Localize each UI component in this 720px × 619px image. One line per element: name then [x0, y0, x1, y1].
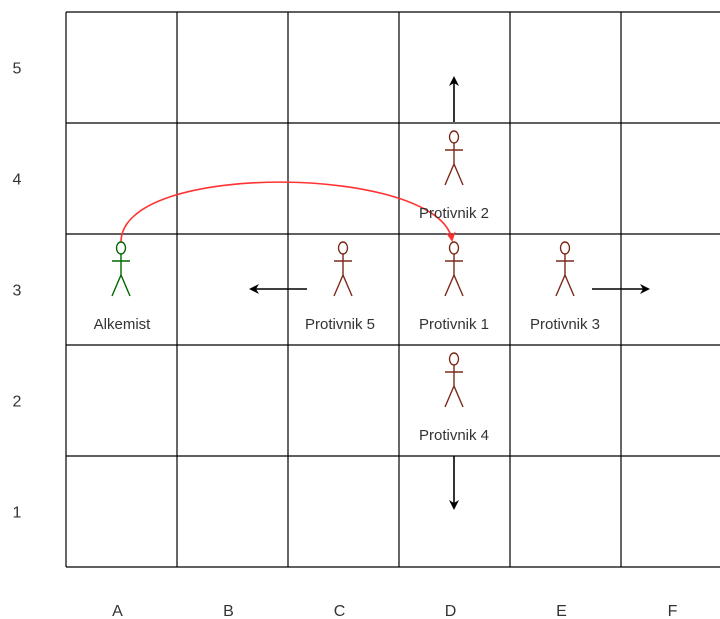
column-label: E — [556, 603, 567, 619]
figure-leg-right — [342, 274, 353, 297]
column-label: C — [334, 603, 346, 619]
figure-leg-left — [444, 385, 455, 408]
figure-leg-left — [444, 163, 455, 186]
figure-leg-left — [555, 274, 566, 297]
protivnik-3-label: Protivnik 3 — [530, 316, 600, 333]
figure-leg-left — [333, 274, 344, 297]
protivnik-4-label: Protivnik 4 — [419, 427, 489, 444]
figure-leg-right — [453, 163, 464, 186]
column-label: A — [112, 603, 123, 619]
protivnik-1-label: Protivnik 1 — [419, 316, 489, 333]
figures: Alkemist Protivnik 1 Protivnik 2 Protivnik … — [94, 130, 600, 444]
row-label: 1 — [13, 505, 22, 522]
protivnik-2-label: Protivnik 2 — [419, 205, 489, 222]
figure-head — [448, 130, 460, 144]
axis-labels: A B C D E F 5 4 3 2 1 — [13, 61, 678, 619]
figure-leg-right — [453, 385, 464, 408]
protivnik-5-label: Protivnik 5 — [305, 316, 375, 333]
row-label: 5 — [13, 61, 22, 78]
figure-leg-left — [111, 274, 122, 297]
row-label: 2 — [13, 394, 22, 411]
move-arrows — [120, 76, 650, 510]
column-label: F — [668, 603, 678, 619]
column-label: D — [445, 603, 457, 619]
alkemist-figure: Alkemist — [94, 241, 152, 333]
figure-leg-right — [120, 274, 131, 297]
row-label: 4 — [13, 172, 22, 189]
alkemist-label: Alkemist — [94, 316, 152, 333]
figure-head — [559, 241, 571, 255]
protivnik-5-figure: Protivnik 5 — [305, 241, 375, 333]
column-label: B — [223, 603, 234, 619]
figure-leg-right — [564, 274, 575, 297]
figure-head — [337, 241, 349, 255]
protivnik-4-figure: Protivnik 4 — [419, 352, 489, 444]
figure-head — [448, 352, 460, 366]
figure-leg-right — [453, 274, 464, 297]
alkemist-jump-arrow — [120, 181, 456, 243]
protivnik-1-figure: Protivnik 1 — [419, 241, 489, 333]
figure-leg-left — [444, 274, 455, 297]
protivnik-3-figure: Protivnik 3 — [530, 241, 600, 333]
figure-head — [448, 241, 460, 255]
protivnik-2-figure: Protivnik 2 — [419, 130, 489, 222]
row-label: 3 — [13, 283, 22, 300]
figure-head — [115, 241, 127, 255]
